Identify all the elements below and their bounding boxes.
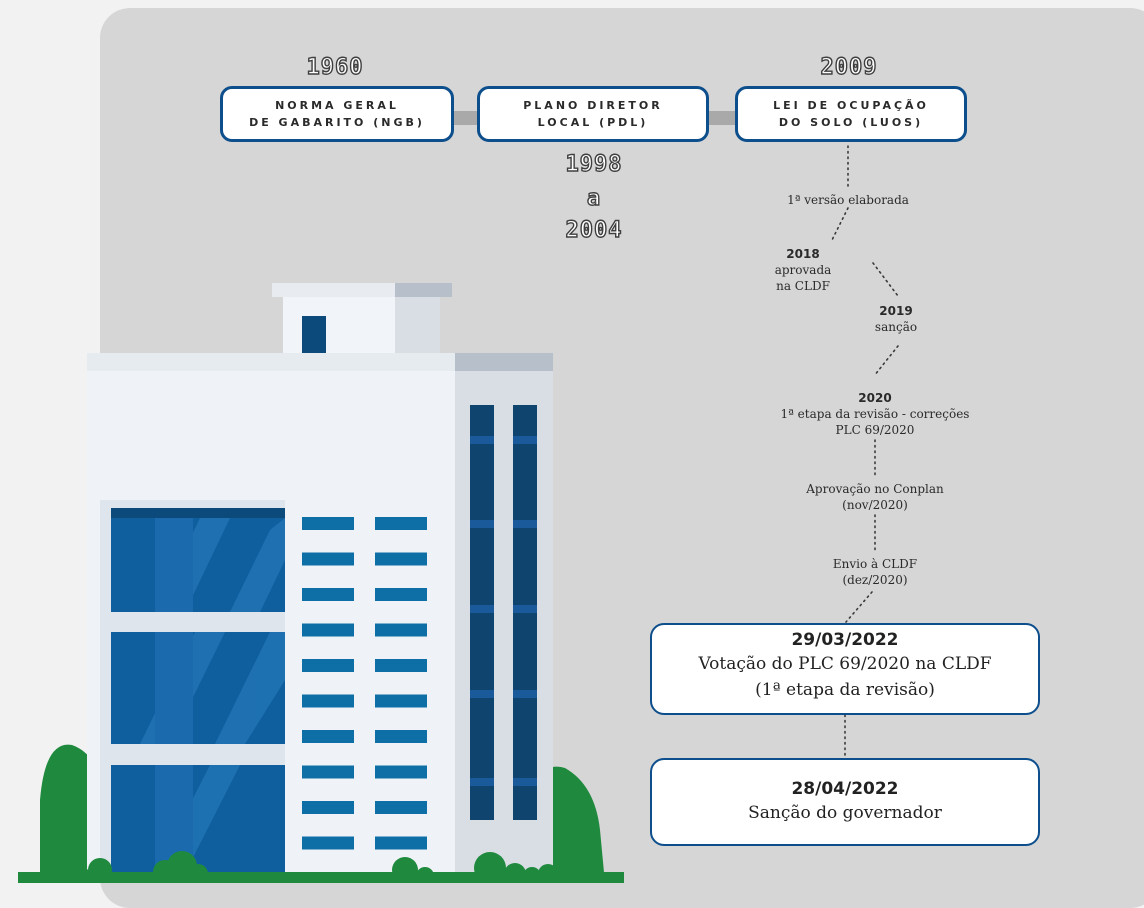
building-window-strip — [302, 730, 354, 743]
milestone-sancao: 28/04/2022 Sanção do governador — [650, 758, 1040, 846]
building-window-strip — [375, 694, 427, 708]
building-window-strip — [302, 765, 354, 779]
building-window-strip — [375, 659, 427, 672]
year-2004: 2004 — [565, 217, 623, 243]
year-1998: 1998 — [565, 151, 623, 177]
building-window-strip — [302, 836, 354, 850]
box-ngb-line1: NORMA GERAL — [275, 99, 399, 112]
building-window-strip — [375, 552, 427, 566]
milestone-votacao: 29/03/2022 Votação do PLC 69/2020 na CLD… — [650, 623, 1040, 715]
year-1960: 1960 — [306, 54, 364, 80]
building-illustration — [18, 283, 624, 883]
event-2019: 2019 sanção — [874, 304, 918, 334]
building-window-strip — [375, 588, 427, 601]
event-2018-year: 2018 — [786, 247, 820, 261]
year-range-separator: a — [586, 185, 602, 211]
box-ngb-line2: DE GABARITO (NGB) — [249, 116, 425, 129]
event-2019-year: 2019 — [879, 304, 913, 318]
box-pdl-line1: PLANO DIRETOR — [523, 99, 663, 112]
timeline-connector — [706, 111, 738, 125]
box-pdl-line2: LOCAL (PDL) — [537, 116, 649, 129]
building-window-strip — [302, 801, 354, 814]
event-2018: 2018 aprovada na CLDF — [774, 247, 832, 293]
building-window-strip — [375, 801, 427, 814]
building-window-strip — [302, 517, 354, 530]
box-luos: LEI DE OCUPAÇÃO DO SOLO (LUOS) — [735, 86, 967, 142]
milestone-sancao-date: 28/04/2022 — [791, 779, 899, 799]
building-window-strip — [302, 588, 354, 601]
building-window-strip — [375, 623, 427, 637]
milestone-votacao-date: 29/03/2022 — [791, 630, 899, 650]
box-luos-line1: LEI DE OCUPAÇÃO — [773, 99, 929, 112]
building-window-strip — [375, 730, 427, 743]
year-2009: 2009 — [820, 54, 878, 80]
box-luos-line2: DO SOLO (LUOS) — [778, 116, 924, 129]
event-2020: 2020 1ª etapa da revisão - correções PLC… — [780, 391, 970, 437]
event-envio-cldf: Envio à CLDF (dez/2020) — [832, 557, 918, 587]
event-conplan: Aprovação no Conplan (nov/2020) — [806, 482, 944, 512]
building-window-strip — [375, 517, 427, 530]
event-first-version: 1ª versão elaborada — [787, 193, 909, 207]
roof-window — [302, 316, 326, 356]
building-window-strip — [302, 623, 354, 637]
building-window-strip — [375, 765, 427, 779]
timeline-connector — [450, 111, 480, 125]
timeline-dotted-connectors — [831, 145, 899, 757]
box-ngb: NORMA GERAL DE GABARITO (NGB) — [220, 86, 454, 142]
box-pdl: PLANO DIRETOR LOCAL (PDL) — [477, 86, 709, 142]
building-window-strip — [375, 836, 427, 850]
building-window-strip — [302, 552, 354, 566]
event-2020-year: 2020 — [858, 391, 892, 405]
building-window-strip — [302, 694, 354, 708]
building-window-strip — [302, 659, 354, 672]
